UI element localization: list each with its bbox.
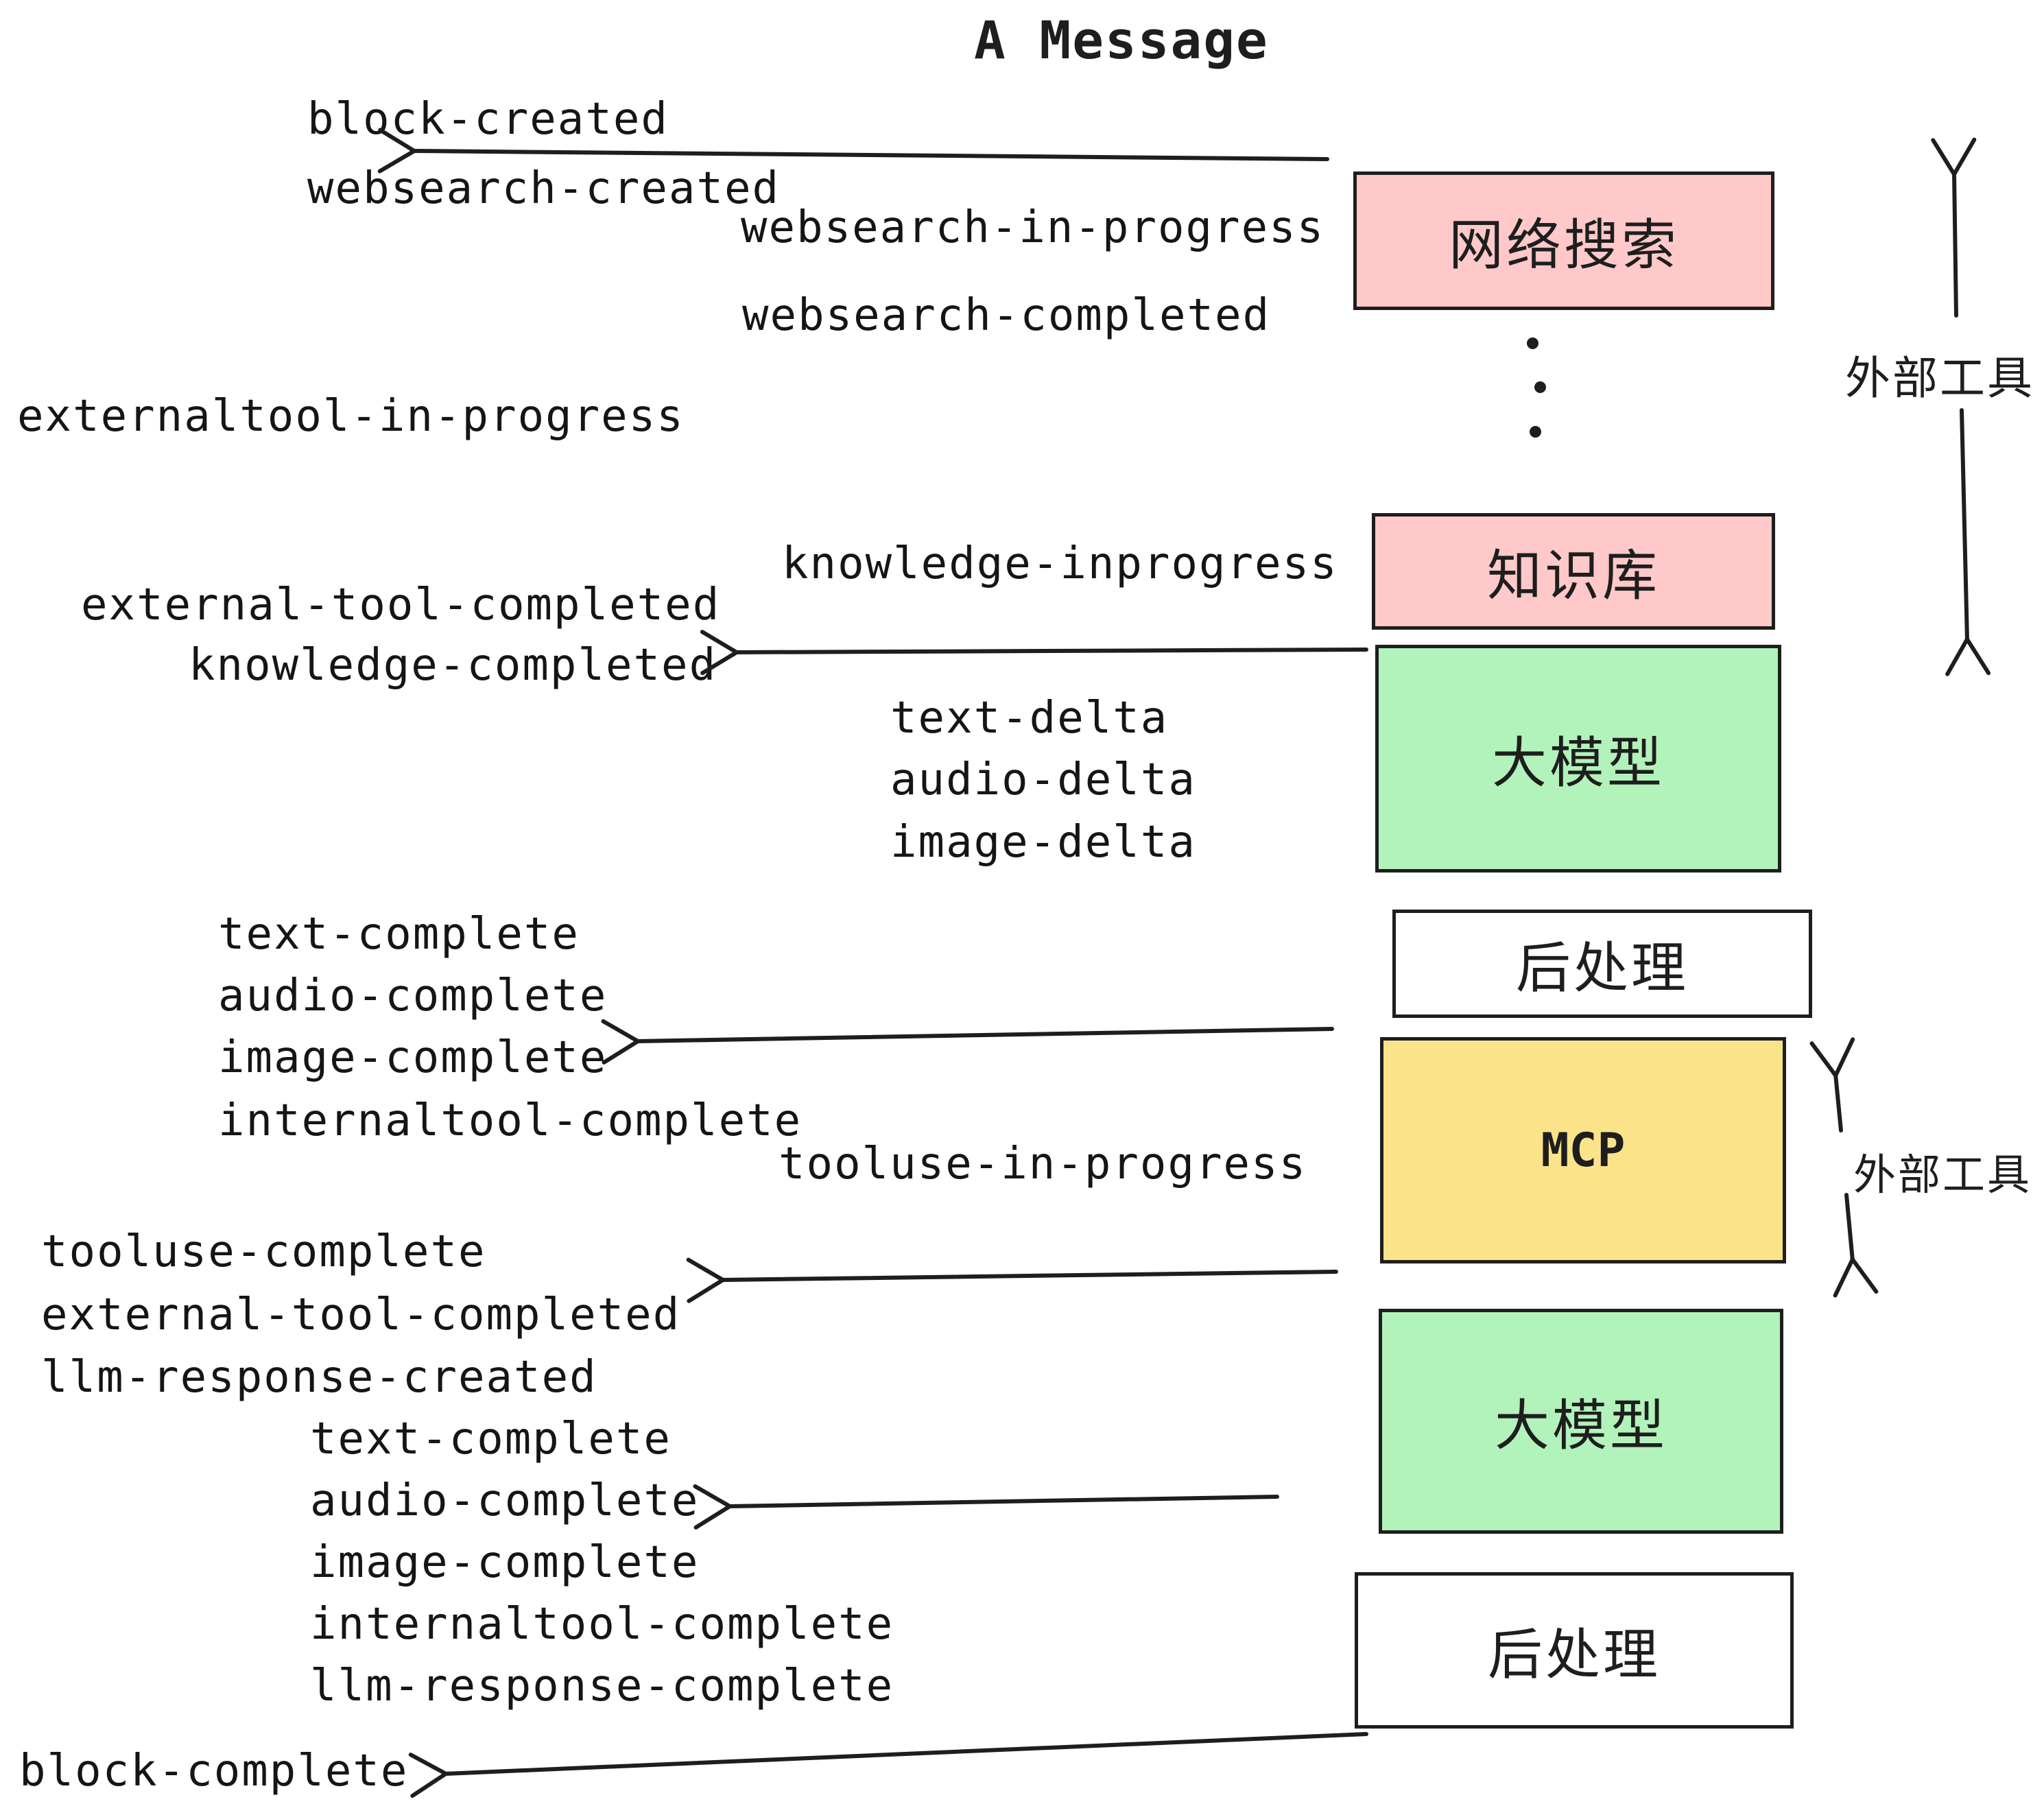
box-knowledge: 知识库 — [1372, 513, 1775, 630]
event-text-complete: text-complete — [218, 909, 580, 960]
box-websearch: 网络搜索 — [1353, 171, 1774, 310]
event-llm-response-complete: llm-response-complete — [310, 1661, 894, 1711]
event-external-tool-completed: external-tool-completed — [81, 580, 721, 630]
event-block-complete: block-complete — [19, 1746, 409, 1796]
arrow-audio-complete — [693, 1484, 1279, 1530]
arrow-block-complete — [408, 1732, 1368, 1799]
box-postprocess-2: 后处理 — [1355, 1572, 1794, 1729]
box-mcp: MCP — [1380, 1037, 1786, 1263]
external-tools-label-bottom: 外部工具 — [1853, 1152, 2032, 1199]
ellipsis-dot — [1527, 337, 1538, 349]
arrow-external-tools-top-up — [1931, 137, 1977, 318]
box-llm-1: 大模型 — [1375, 645, 1781, 873]
event-image-delta: image-delta — [890, 817, 1196, 868]
event-tooluse-complete: tooluse-complete — [41, 1226, 486, 1277]
event-llm-response-created: llm-response-created — [41, 1352, 597, 1403]
event-websearch-in-progress: websearch-in-progress — [741, 202, 1325, 253]
box-knowledge-label: 知识库 — [1487, 545, 1660, 606]
event-audio-complete-2: audio-complete — [310, 1475, 700, 1526]
event-internaltool-complete-2: internaltool-complete — [310, 1599, 894, 1650]
ellipsis-dot — [1530, 426, 1541, 438]
event-audio-complete: audio-complete — [218, 971, 608, 1021]
event-image-complete-2: image-complete — [310, 1537, 700, 1588]
arrow-knowledge-completed — [700, 630, 1368, 676]
box-llm-2-label: 大模型 — [1495, 1395, 1667, 1456]
box-mcp-label: MCP — [1541, 1123, 1626, 1178]
event-external-tool-completed-2: external-tool-completed — [41, 1290, 681, 1340]
event-image-complete: image-complete — [218, 1032, 608, 1083]
event-audio-delta: audio-delta — [890, 755, 1196, 805]
event-text-complete-2: text-complete — [310, 1414, 672, 1464]
diagram-title: A Message — [974, 10, 1269, 71]
box-llm-2: 大模型 — [1379, 1309, 1783, 1534]
event-externaltool-in-progress: externaltool-in-progress — [17, 391, 685, 442]
event-tooluse-in-progress: tooluse-in-progress — [779, 1139, 1307, 1189]
arrow-external-tools-top-down — [1945, 408, 1991, 676]
event-text-delta: text-delta — [890, 693, 1169, 744]
box-postprocess-1: 后处理 — [1392, 910, 1812, 1018]
arrow-external-tools-bottom-up — [1809, 1037, 1855, 1132]
ellipsis-dot — [1534, 381, 1546, 393]
external-tools-label-top: 外部工具 — [1845, 353, 2034, 403]
box-postprocess-1-label: 后处理 — [1516, 938, 1689, 999]
event-block-created: block-created — [307, 94, 669, 145]
event-knowledge-inprogress: knowledge-inprogress — [782, 538, 1338, 589]
arrow-block-created — [377, 128, 1329, 174]
event-knowledge-completed: knowledge-completed — [189, 640, 717, 691]
arrow-external-tools-bottom-down — [1833, 1193, 1879, 1298]
box-llm-1-label: 大模型 — [1492, 733, 1665, 794]
box-websearch-label: 网络搜索 — [1449, 215, 1679, 276]
event-websearch-completed: websearch-completed — [742, 290, 1271, 341]
box-postprocess-2-label: 后处理 — [1488, 1624, 1661, 1685]
event-websearch-created: websearch-created — [307, 163, 781, 214]
event-internaltool-complete: internaltool-complete — [218, 1095, 803, 1146]
arrow-image-complete — [601, 1019, 1334, 1065]
arrow-tooluse-complete — [686, 1257, 1338, 1303]
